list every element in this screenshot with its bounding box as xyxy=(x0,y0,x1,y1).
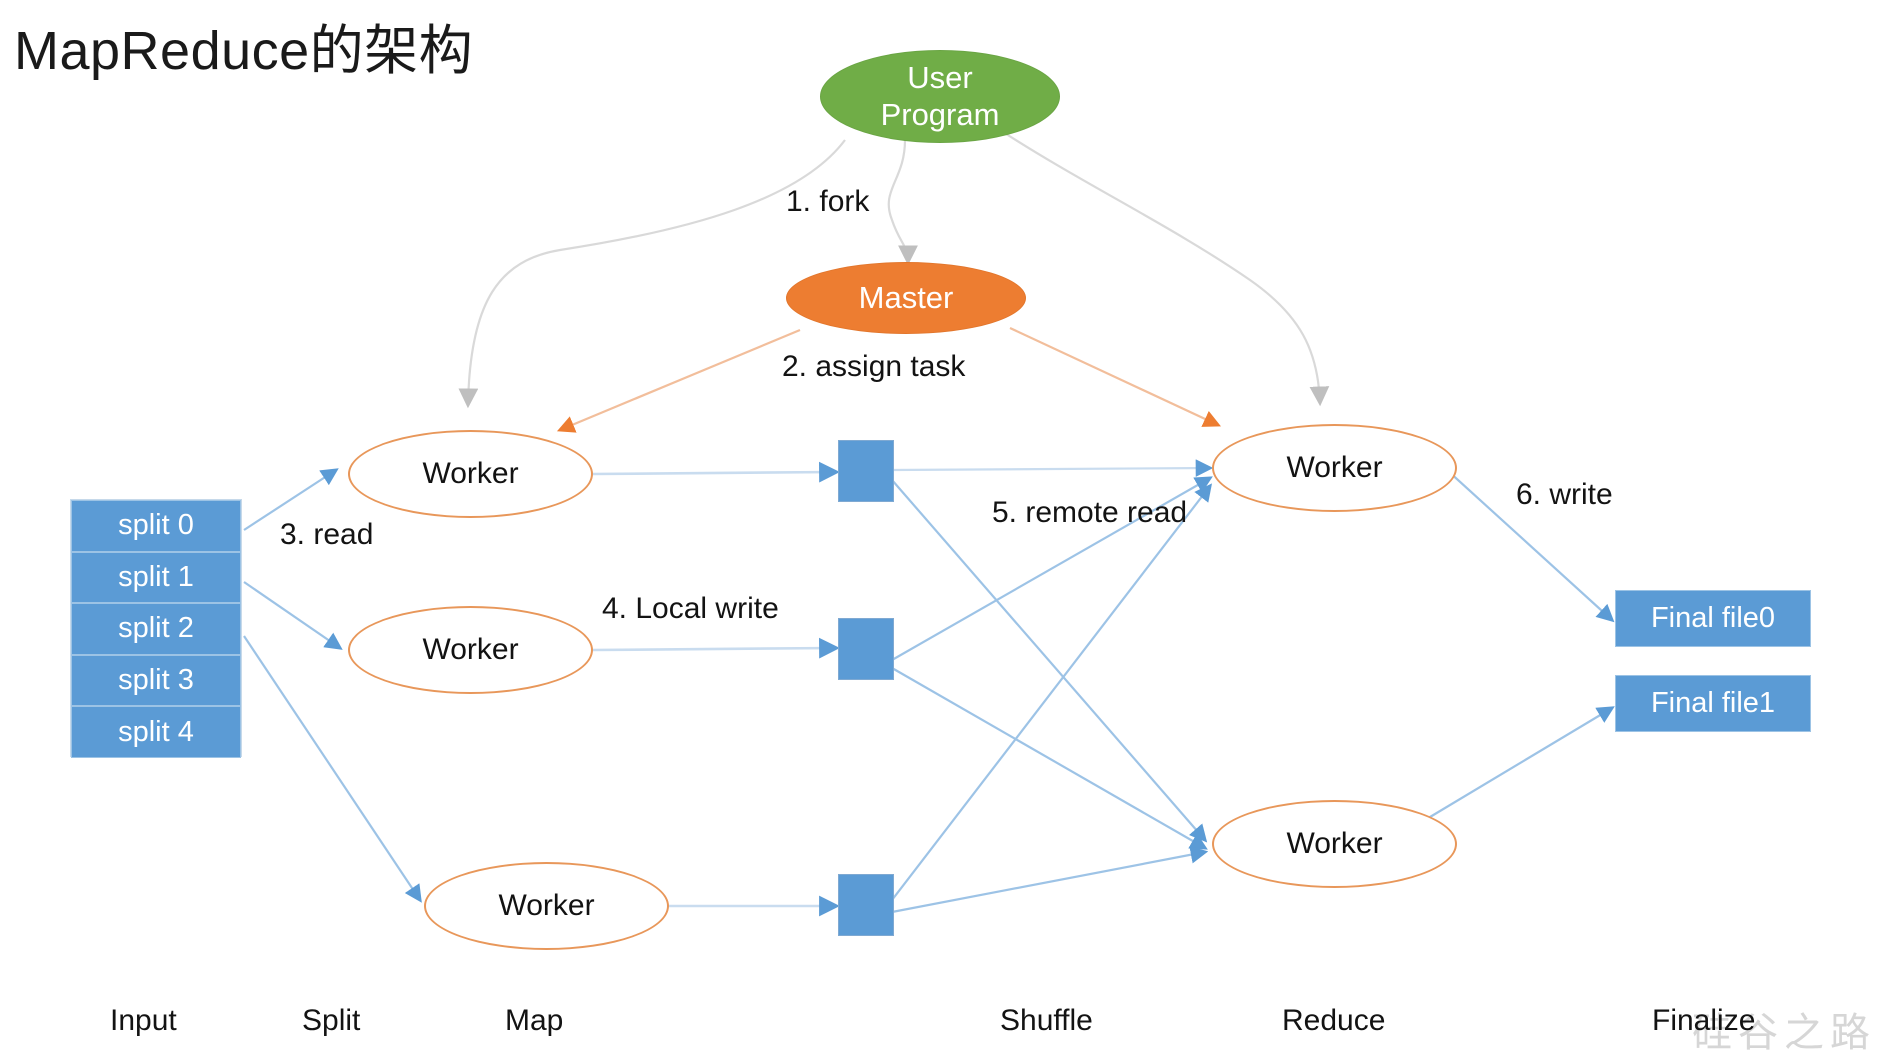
watermark: 硅谷之路 xyxy=(1692,1011,1876,1055)
stage-label-map: Map xyxy=(505,1004,564,1037)
map-worker-2-label: Worker xyxy=(422,633,519,666)
map-worker-1-label: Worker xyxy=(422,457,519,490)
reduce-worker-2-node[interactable]: Worker xyxy=(1212,800,1457,888)
input-split-3-label: split 3 xyxy=(118,664,194,697)
user-program-label-line2: Program xyxy=(880,96,1000,132)
edge-label-local-write: 4. Local write xyxy=(602,592,779,625)
read-connectors xyxy=(243,468,422,903)
reduce-worker-1-node[interactable]: Worker xyxy=(1212,424,1457,512)
edge-label-assign-task: 2. assign task xyxy=(782,350,966,383)
input-split-4-label: split 4 xyxy=(118,715,194,748)
intermediate-box-1[interactable] xyxy=(838,440,894,502)
final-file-1-label: Final file1 xyxy=(1650,687,1776,719)
input-split-2[interactable]: split 2 xyxy=(71,603,241,655)
page-title: MapReduce的架构 xyxy=(14,21,474,81)
edge-label-fork: 1. fork xyxy=(786,185,870,218)
intermediate-box-2[interactable] xyxy=(838,618,894,680)
map-worker-3-label: Worker xyxy=(498,889,595,922)
edge-label-remote-read: 5. remote read xyxy=(992,496,1188,529)
input-split-stack: split 0 split 1 split 2 split 3 split 4 xyxy=(70,499,242,758)
edge-label-read: 3. read xyxy=(280,518,374,551)
master-node[interactable]: Master xyxy=(786,262,1026,334)
final-file-0-box[interactable]: Final file0 xyxy=(1615,590,1811,647)
write-connectors xyxy=(1424,449,1615,821)
input-split-2-label: split 2 xyxy=(118,612,194,645)
input-split-0-label: split 0 xyxy=(118,509,194,542)
stage-label-shuffle: Shuffle xyxy=(1000,1004,1093,1037)
input-split-3[interactable]: split 3 xyxy=(71,654,241,707)
input-split-1[interactable]: split 1 xyxy=(71,551,241,604)
stage-label-reduce: Reduce xyxy=(1282,1004,1386,1037)
user-program-label-line1: User xyxy=(907,59,973,95)
assign-task-connectors xyxy=(556,327,1221,433)
stage-label-split: Split xyxy=(302,1004,361,1037)
remote-read-connectors xyxy=(891,459,1214,914)
fork-connectors xyxy=(458,129,1330,409)
final-file-1-box[interactable]: Final file1 xyxy=(1615,675,1811,732)
master-label: Master xyxy=(858,279,954,315)
map-worker-2-node[interactable]: Worker xyxy=(348,606,593,694)
map-worker-3-node[interactable]: Worker xyxy=(424,862,669,950)
input-split-0[interactable]: split 0 xyxy=(71,500,241,552)
stage-label-finalize: Finalize xyxy=(1652,1004,1756,1037)
edge-label-write: 6. write xyxy=(1516,478,1613,511)
input-split-1-label: split 1 xyxy=(118,560,194,593)
stage-label-input: Input xyxy=(110,1004,177,1037)
map-worker-1-node[interactable]: Worker xyxy=(348,430,593,518)
input-split-4[interactable]: split 4 xyxy=(71,706,241,758)
final-file-0-label: Final file0 xyxy=(1650,602,1776,634)
local-write-connectors xyxy=(591,461,840,917)
user-program-node[interactable]: User Program xyxy=(820,50,1060,143)
reduce-worker-1-label: Worker xyxy=(1286,451,1383,484)
reduce-worker-2-label: Worker xyxy=(1286,827,1383,860)
intermediate-box-3[interactable] xyxy=(838,874,894,936)
